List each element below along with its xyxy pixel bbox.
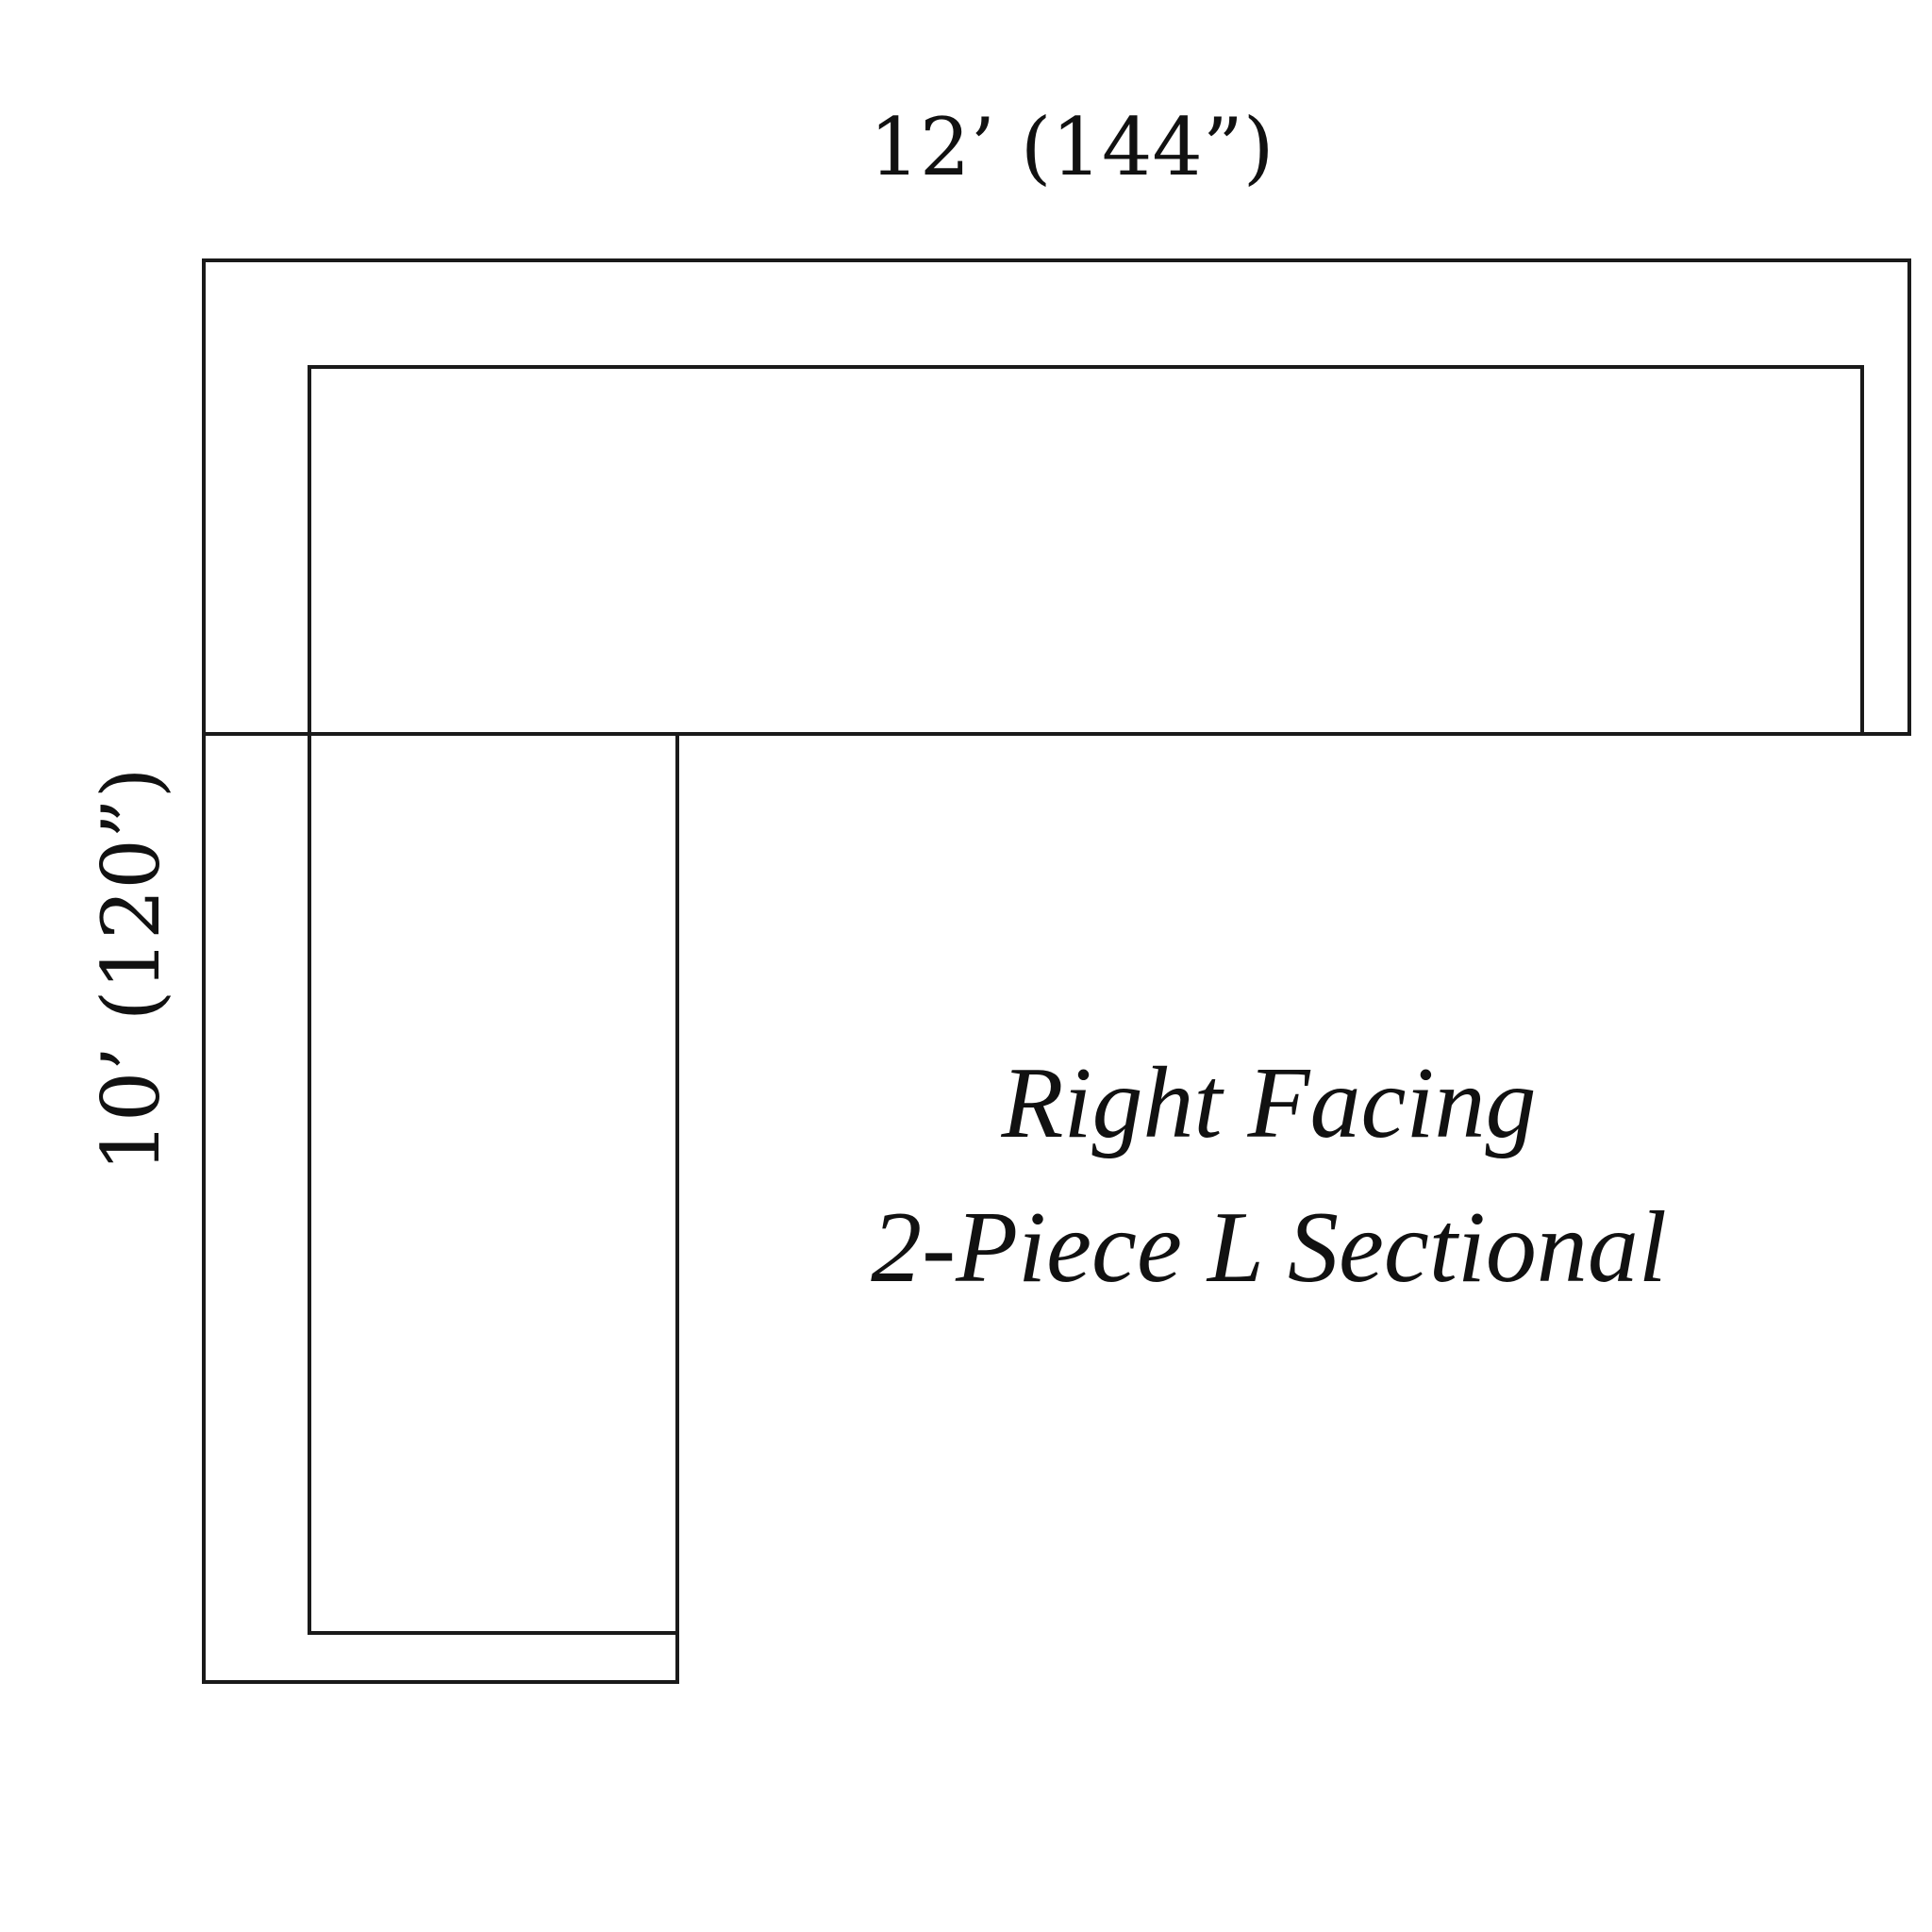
- depth-dimension-label: 10’ (120”): [85, 767, 177, 1172]
- caption-line-1: Right Facing: [1001, 1047, 1537, 1159]
- chaise-seat-area: [308, 734, 677, 1635]
- chaise-piece-outer: [202, 734, 679, 1684]
- sofa-seat-area: [308, 365, 1864, 734]
- width-dimension-label: 12’ (144”): [869, 101, 1274, 193]
- sofa-piece-outer: [202, 258, 1911, 736]
- caption-line-2: 2-Piece L Sectional: [871, 1191, 1667, 1304]
